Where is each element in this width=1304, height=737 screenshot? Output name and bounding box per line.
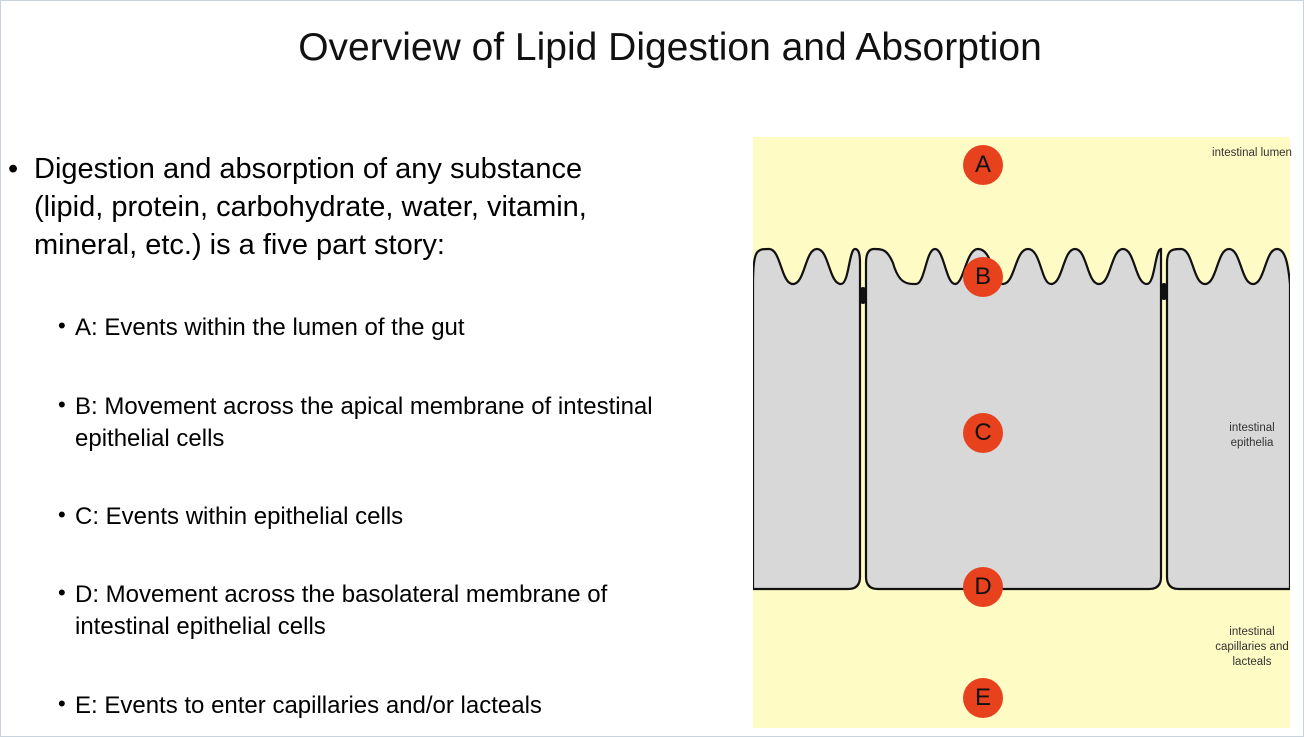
bullet-dot-icon: • bbox=[58, 580, 66, 605]
bullet-list: • Digestion and absorption of any substa… bbox=[8, 150, 648, 264]
main-bullet: • Digestion and absorption of any substa… bbox=[8, 150, 648, 264]
epithelial-cell-middle bbox=[864, 247, 1163, 591]
epithelial-cell-left bbox=[753, 247, 862, 591]
tight-junction-left bbox=[859, 287, 867, 304]
label-intestinal-capillaries: intestinal capillaries and lacteals bbox=[1215, 626, 1289, 668]
marker-d: D bbox=[963, 567, 1003, 607]
sub-bullet-d: • D: Movement across the basolateral mem… bbox=[58, 579, 665, 643]
label-intestinal-epithelia: intestinal epithelia bbox=[1229, 422, 1275, 449]
bullet-dot-icon: • bbox=[8, 153, 19, 185]
epithelium-diagram: intestinal lumen intestinal epithelia in… bbox=[753, 137, 1292, 728]
sub-bullet-text: D: Movement across the basolateral membr… bbox=[75, 581, 608, 640]
label-intestinal-lumen: intestinal lumen bbox=[1212, 147, 1292, 159]
bullet-dot-icon: • bbox=[58, 313, 66, 338]
sub-bullet-text: C: Events within epithelial cells bbox=[75, 503, 404, 530]
sub-bullet-text: A: Events within the lumen of the gut bbox=[75, 314, 465, 341]
sub-bullet-c: • C: Events within epithelial cells bbox=[58, 501, 665, 533]
sub-bullet-b: • B: Movement across the apical membrane… bbox=[58, 391, 665, 455]
sub-bullet-a: • A: Events within the lumen of the gut bbox=[58, 312, 665, 344]
epithelium-cells-drawing bbox=[753, 247, 1290, 591]
bullet-dot-icon: • bbox=[58, 691, 66, 716]
sub-bullet-e: • E: Events to enter capillaries and/or … bbox=[58, 690, 665, 722]
tight-junction-right bbox=[1160, 283, 1168, 300]
marker-a: A bbox=[963, 145, 1003, 185]
marker-b: B bbox=[963, 257, 1003, 297]
sub-bullet-text: E: Events to enter capillaries and/or la… bbox=[75, 692, 542, 719]
sub-bullet-text: B: Movement across the apical membrane o… bbox=[75, 393, 653, 452]
main-bullet-text: Digestion and absorption of any substanc… bbox=[34, 153, 587, 261]
bullet-dot-icon: • bbox=[58, 502, 66, 527]
marker-c: C bbox=[963, 413, 1003, 453]
bullet-dot-icon: • bbox=[58, 392, 66, 417]
epithelial-cell-right bbox=[1165, 247, 1290, 591]
marker-e: E bbox=[963, 678, 1003, 718]
slide-title: Overview of Lipid Digestion and Absorpti… bbox=[298, 26, 1042, 69]
